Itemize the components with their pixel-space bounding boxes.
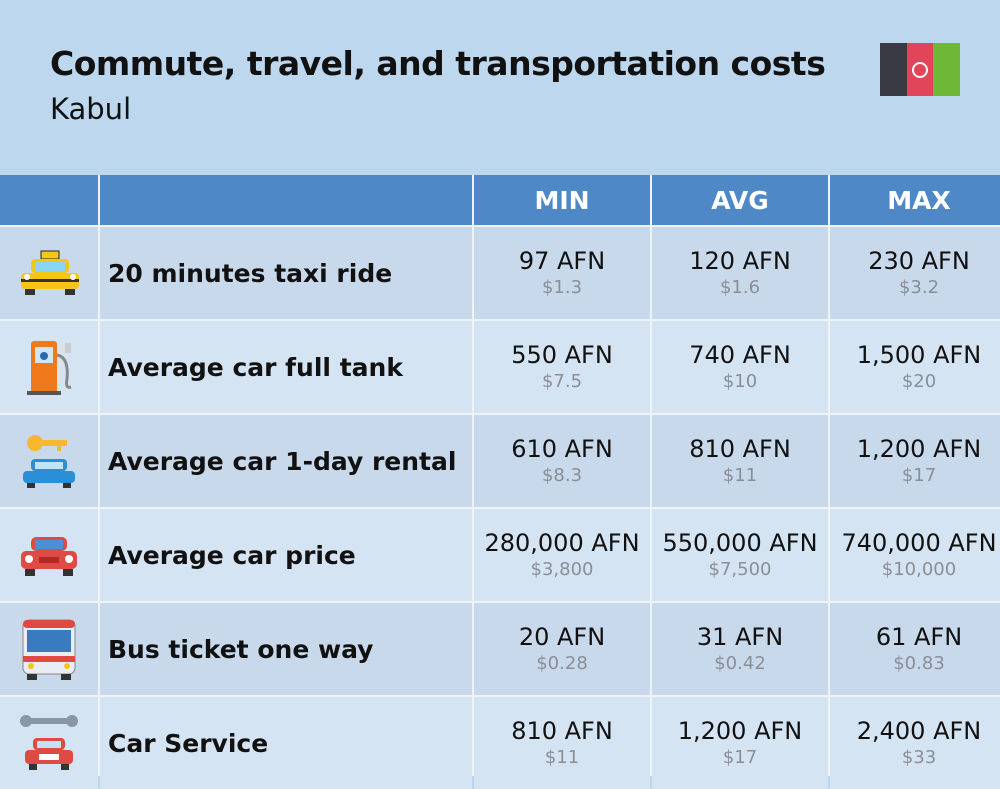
- header-avg: AVG: [652, 175, 828, 225]
- value-cell: 20 AFN$0.28: [474, 603, 650, 695]
- row-label: Average car full tank: [100, 321, 472, 413]
- header-blank-icon-col: [0, 175, 98, 225]
- value-cell: 1,200 AFN$17: [652, 697, 828, 789]
- taxi-icon: [0, 227, 98, 319]
- row-label: Car Service: [100, 697, 472, 789]
- fuel-pump-icon: [0, 321, 98, 413]
- value-cell: 1,200 AFN$17: [830, 415, 1000, 507]
- city-name: Kabul: [50, 92, 132, 126]
- value-cell: 610 AFN$8.3: [474, 415, 650, 507]
- value-cell: 97 AFN$1.3: [474, 227, 650, 319]
- value-cell: 550 AFN$7.5: [474, 321, 650, 413]
- row-label: Average car 1-day rental: [100, 415, 472, 507]
- value-cell: 61 AFN$0.83: [830, 603, 1000, 695]
- car-service-icon: [0, 697, 98, 789]
- value-cell: 1,500 AFN$20: [830, 321, 1000, 413]
- page-title: Commute, travel, and transportation cost…: [50, 44, 826, 83]
- car-icon: [0, 509, 98, 601]
- row-label: Bus ticket one way: [100, 603, 472, 695]
- value-cell: 280,000 AFN$3,800: [474, 509, 650, 601]
- value-cell: 550,000 AFN$7,500: [652, 509, 828, 601]
- afghanistan-flag-icon: [880, 43, 960, 96]
- bus-icon: [0, 603, 98, 695]
- row-label: 20 minutes taxi ride: [100, 227, 472, 319]
- value-cell: 740,000 AFN$10,000: [830, 509, 1000, 601]
- header-min: MIN: [474, 175, 650, 225]
- header-blank-label-col: [100, 175, 472, 225]
- value-cell: 230 AFN$3.2: [830, 227, 1000, 319]
- car-key-icon: [0, 415, 98, 507]
- value-cell: 120 AFN$1.6: [652, 227, 828, 319]
- value-cell: 810 AFN$11: [474, 697, 650, 789]
- value-cell: 31 AFN$0.42: [652, 603, 828, 695]
- cost-table: MIN AVG MAX 20 minutes taxi ride 97 AFN$…: [0, 175, 1000, 789]
- row-label: Average car price: [100, 509, 472, 601]
- value-cell: 2,400 AFN$33: [830, 697, 1000, 789]
- value-cell: 740 AFN$10: [652, 321, 828, 413]
- value-cell: 810 AFN$11: [652, 415, 828, 507]
- header-max: MAX: [830, 175, 1000, 225]
